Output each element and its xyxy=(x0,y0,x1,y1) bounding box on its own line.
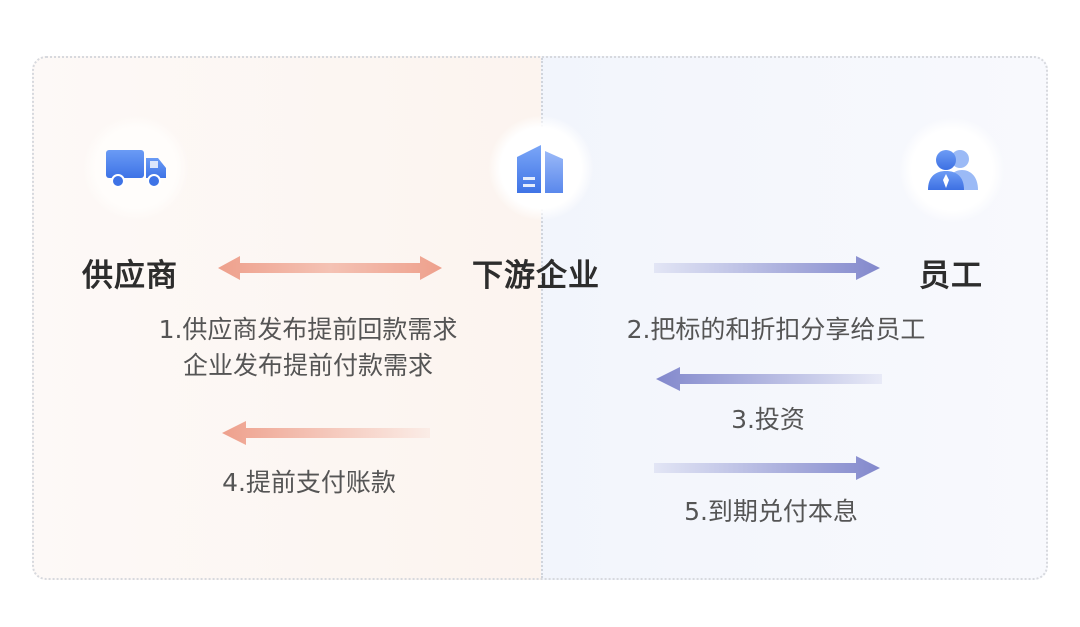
supplier-icon-badge xyxy=(84,116,188,220)
repayment-arrow-right xyxy=(654,456,880,480)
share-arrow-right xyxy=(654,256,880,280)
truck-icon xyxy=(106,150,166,188)
step5-text: 5.到期兑付本息 xyxy=(684,497,858,526)
step4-text: 4.提前支付账款 xyxy=(222,468,396,497)
enterprise-label: 下游企业 xyxy=(472,258,600,294)
payment-arrow-left xyxy=(222,421,430,445)
step1-line1: 1.供应商发布提前回款需求 xyxy=(158,315,458,344)
supplier-label: 供应商 xyxy=(82,258,178,294)
center-divider xyxy=(541,58,543,578)
supplier-enterprise-double-arrow xyxy=(218,256,442,280)
building-icon xyxy=(517,145,563,193)
employee-icon-badge xyxy=(900,118,1004,222)
invest-arrow-left xyxy=(656,367,882,391)
step1-line2: 企业发布提前付款需求 xyxy=(182,351,433,380)
employee-label: 员工 xyxy=(919,258,983,294)
enterprise-icon-badge xyxy=(489,116,593,220)
users-icon xyxy=(928,150,978,190)
step2-text: 2.把标的和折扣分享给员工 xyxy=(626,315,926,344)
step3-text: 3.投资 xyxy=(731,405,805,434)
